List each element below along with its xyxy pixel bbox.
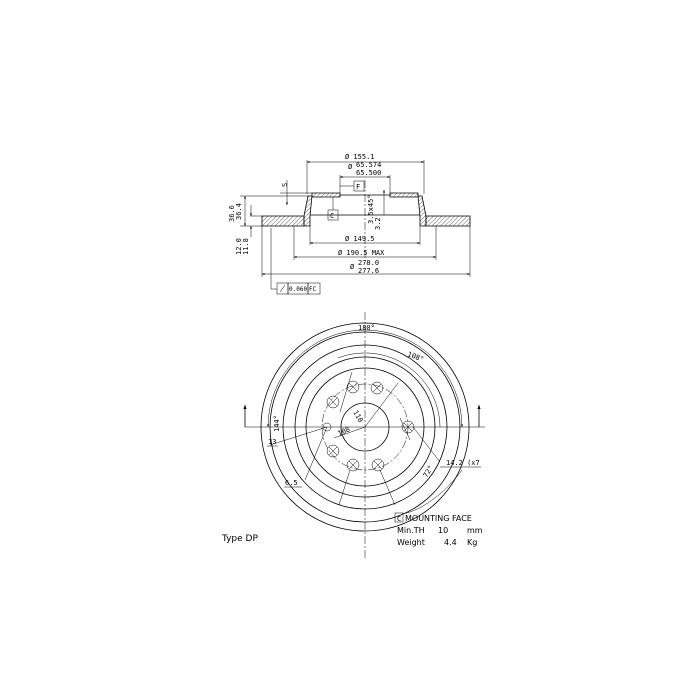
mounting-face-label: MOUNTING FACE bbox=[405, 514, 472, 523]
dim-outer-min: 277.6 bbox=[358, 267, 379, 275]
datum-c: C bbox=[330, 212, 334, 220]
datum-f-box bbox=[353, 180, 365, 192]
angle-108: 108° bbox=[406, 350, 425, 363]
dim-inner: Ø 149.5 bbox=[345, 235, 375, 243]
dim-outer-max: 278.0 bbox=[358, 259, 379, 267]
dim-chamfer: 3.5x45° bbox=[367, 194, 375, 224]
outer-prefix: Ø bbox=[350, 263, 355, 271]
bore-prefix: Ø bbox=[348, 163, 353, 171]
dim-thick-min: 11.8 bbox=[242, 238, 250, 255]
angle-72: 72° bbox=[422, 464, 435, 479]
dim-chamfer2: 3.2 bbox=[374, 217, 382, 230]
datum-f: F bbox=[356, 183, 360, 191]
min-th-label: Min.TH bbox=[397, 526, 425, 535]
min-th-unit: mm bbox=[467, 526, 483, 535]
dim-hole: 14.2 (x7 bbox=[446, 459, 480, 467]
type-label: Type DP bbox=[221, 534, 258, 544]
hat-right-wall bbox=[417, 195, 427, 227]
min-th-value: 10 bbox=[438, 526, 448, 535]
dim-height-min: 36.4 bbox=[235, 203, 243, 220]
dim-friction-max: Ø 190.5 MAX bbox=[338, 249, 385, 257]
bolt-holes bbox=[322, 380, 415, 472]
weight-label: Weight bbox=[397, 538, 425, 547]
section-view: Ø 155.1 Ø 65.574 65.500 F C S 36.6 36.4 … bbox=[228, 153, 471, 295]
runout-datum: FC bbox=[309, 286, 317, 293]
dim-thick-max: 12.0 bbox=[235, 238, 243, 255]
weight-unit: Kg bbox=[467, 538, 477, 547]
dim-height-max: 36.6 bbox=[228, 205, 236, 222]
angle-144: 144° bbox=[273, 415, 281, 432]
dim-s: S bbox=[281, 183, 289, 187]
plan-view: 180° 108° 144° 72° 110 108 13 6.5 14.2 (… bbox=[243, 312, 485, 560]
hat-top-left bbox=[311, 192, 341, 198]
dim-bore-max: 65.574 bbox=[356, 161, 381, 169]
center-bore bbox=[340, 402, 390, 452]
notes-datum-c: C bbox=[397, 515, 401, 523]
runout-symbol-icon bbox=[279, 284, 286, 293]
weight-value: 4.4 bbox=[444, 538, 457, 547]
angle-180: 180° bbox=[358, 324, 375, 332]
dim-6-5: 6.5 bbox=[285, 479, 298, 487]
dim-13: 13 bbox=[268, 438, 276, 446]
disc-right-flange bbox=[425, 215, 471, 227]
dim-outer-hat: Ø 155.1 bbox=[345, 153, 375, 161]
dim-110: 110 bbox=[351, 409, 364, 424]
hat-left-wall bbox=[303, 195, 313, 227]
dim-bore-min: 65.500 bbox=[356, 169, 381, 177]
hat-top-right bbox=[389, 192, 419, 198]
disc-left-flange bbox=[261, 215, 305, 227]
runout-tolerance: 0.060 bbox=[289, 286, 307, 293]
notes: Type DP C MOUNTING FACE Min.TH 10 mm Wei… bbox=[221, 512, 483, 547]
